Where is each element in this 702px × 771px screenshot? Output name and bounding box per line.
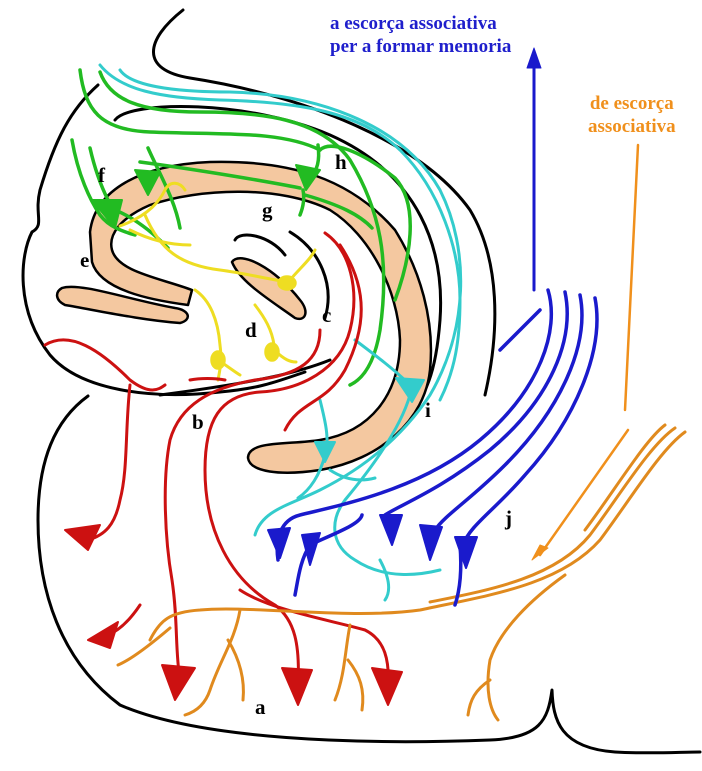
red-arrow-3 [162, 665, 195, 700]
cyan-fiber-7 [380, 560, 389, 600]
red-fiber-1 [45, 340, 165, 390]
label-f: f [98, 165, 105, 186]
output-annotation: a escorça associativa per a formar memor… [330, 12, 511, 58]
blue-arrow-5 [455, 537, 477, 568]
red-arrow-1 [65, 525, 100, 550]
blue-arrowheads [268, 515, 477, 568]
yellow-soma-1 [278, 276, 296, 290]
blue-fiber-4 [463, 298, 597, 545]
output-annotation-line2: per a formar memoria [330, 35, 511, 58]
red-arrow-4 [282, 668, 312, 705]
yellow-fiber-6 [255, 305, 274, 345]
label-d: d [245, 320, 257, 341]
label-i: i [425, 400, 431, 421]
label-j: j [505, 508, 512, 529]
red-arrowheads [65, 525, 402, 705]
yellow-fiber-4 [290, 250, 315, 280]
green-fiber-1 [80, 70, 320, 150]
blue-fiber-5 [295, 515, 362, 595]
red-fiber-8 [190, 379, 225, 381]
yellow-fiber-3 [130, 230, 190, 245]
label-a: a [255, 697, 266, 718]
orange-fiber-8 [348, 660, 363, 710]
blue-arrow-1 [268, 528, 290, 558]
orange-fiber-5 [185, 610, 240, 715]
blue-arrow-3 [380, 515, 402, 545]
blue-fiber-6 [500, 310, 540, 350]
label-e: e [80, 250, 89, 271]
red-arrow-2 [88, 622, 118, 648]
red-fiber-2 [88, 385, 130, 540]
output-annotation-line1: a escorça associativa [330, 12, 511, 35]
red-fiber-6 [240, 590, 388, 690]
input-annotation: de escorça associativa [588, 92, 676, 138]
input-annotation-line1: de escorça [588, 92, 676, 115]
inner-fold [235, 235, 285, 255]
yellow-soma-2 [211, 351, 225, 369]
red-arrow-5 [372, 668, 402, 705]
red-fiber-3 [165, 330, 320, 680]
output-arrow [527, 48, 541, 290]
label-c: c [322, 305, 331, 326]
label-h: h [335, 152, 347, 173]
input-arrow [532, 145, 638, 560]
input-annotation-line2: associativa [588, 115, 676, 138]
dentate-inner-blade [232, 258, 305, 319]
orange-fiber-7 [335, 625, 350, 700]
label-b: b [192, 412, 204, 433]
orange-fiber-6 [228, 640, 243, 700]
blue-arrow-4 [420, 525, 442, 560]
orange-fiber-9 [118, 628, 170, 665]
orange-fiber-3 [585, 425, 665, 530]
yellow-soma-3 [265, 343, 279, 361]
blue-arrow-2 [302, 533, 320, 565]
label-g: g [262, 200, 273, 221]
